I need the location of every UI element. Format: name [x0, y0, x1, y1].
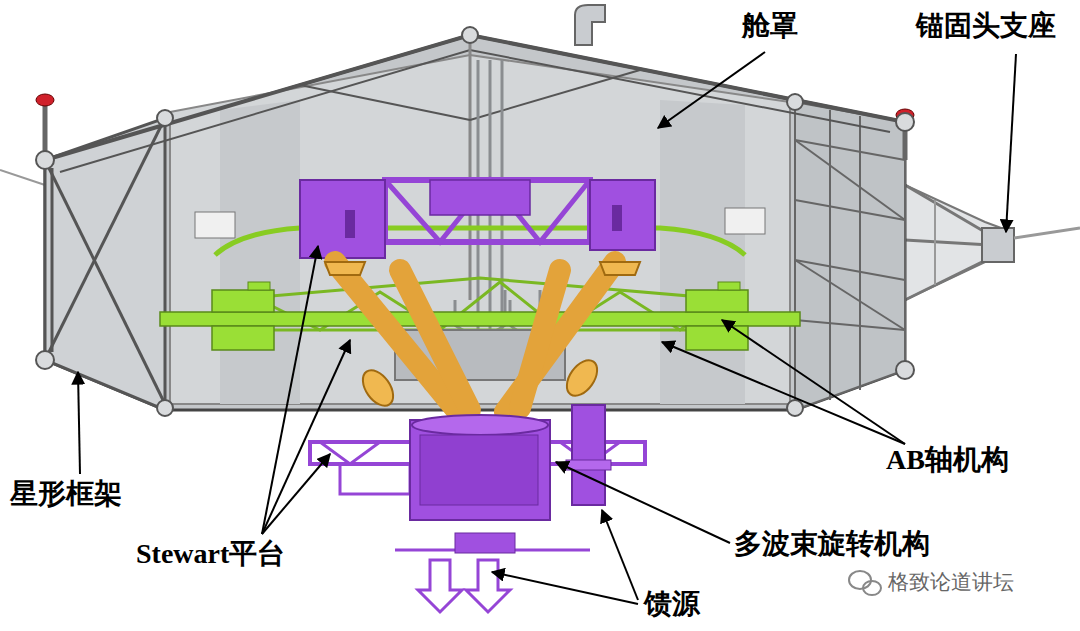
part-label: 锚固头支座 [916, 10, 1056, 42]
cabin-cover [170, 55, 790, 404]
roof-truss [45, 35, 905, 300]
cabin-shell [45, 35, 905, 410]
ab-axis-mechanism [160, 208, 800, 350]
wechat-icon [849, 571, 881, 595]
stewart-top-platform [300, 180, 655, 258]
part-label: 多波束旋转机构 [734, 528, 930, 560]
star-frame [45, 118, 165, 410]
cover-panel [220, 100, 300, 404]
leg-joints [325, 262, 640, 411]
right-truss [795, 102, 905, 410]
part-label: 星形框架 [10, 478, 122, 510]
joint-spheres [36, 27, 914, 416]
part-label: Stewart平台 [136, 538, 285, 570]
stewart-legs [335, 262, 615, 412]
part-label: AB轴机构 [886, 444, 1009, 476]
leader-lines [78, 52, 1016, 604]
vent-pipe [575, 5, 605, 45]
part-label: 馈源 [644, 588, 700, 620]
part-label: 舱罩 [742, 10, 798, 42]
warning-lights [36, 94, 914, 160]
watermark: 格致论道讲坛 [888, 570, 1014, 594]
multibeam-rotation [310, 405, 645, 520]
